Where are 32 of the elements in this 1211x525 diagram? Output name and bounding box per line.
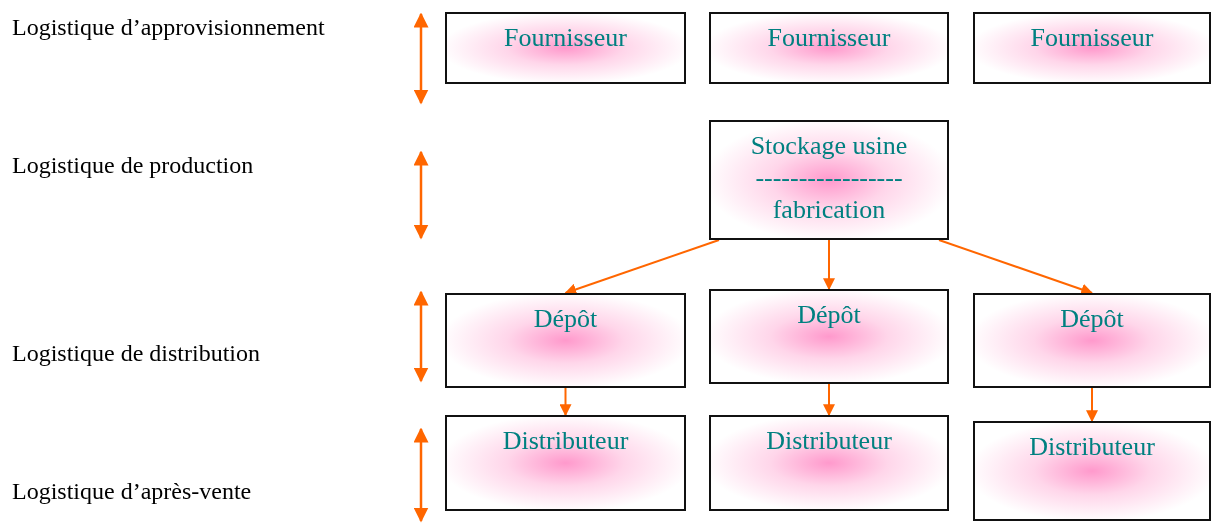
box-text: Dépôt [797,299,861,331]
box-text: ----------------- [755,162,903,194]
arrow [823,239,835,291]
box-text: Fournisseur [1030,22,1154,54]
box-text: Distributeur [766,425,892,457]
process-box [973,293,1211,388]
level-label: Logistique de production [12,152,254,179]
box-text: Distributeur [1029,431,1155,463]
process-box [709,12,949,84]
process-box [445,415,686,511]
box-text: Dépôt [1060,303,1124,335]
process-box [709,415,949,511]
process-box [973,421,1211,521]
box-text: Dépôt [533,303,598,335]
process-box [973,12,1211,84]
box-text: Distributeur [502,425,629,457]
arrow [938,239,1094,296]
box-text: Stockage usine [750,130,908,162]
process-box [709,120,949,240]
arrow [823,383,835,417]
process-box [445,12,686,84]
level-label: Logistique d’approvisionnement [12,14,325,41]
process-box [445,293,686,388]
box-text: fabrication [772,194,886,226]
arrow [1086,387,1098,423]
box-text: Fournisseur [504,22,627,54]
level-label: Logistique d’après-vente [12,478,252,505]
arrow [559,387,572,417]
box-text: Fournisseur [767,22,891,54]
level-label: Logistique de distribution [12,340,260,367]
process-box [709,289,949,384]
arrow [564,239,720,296]
